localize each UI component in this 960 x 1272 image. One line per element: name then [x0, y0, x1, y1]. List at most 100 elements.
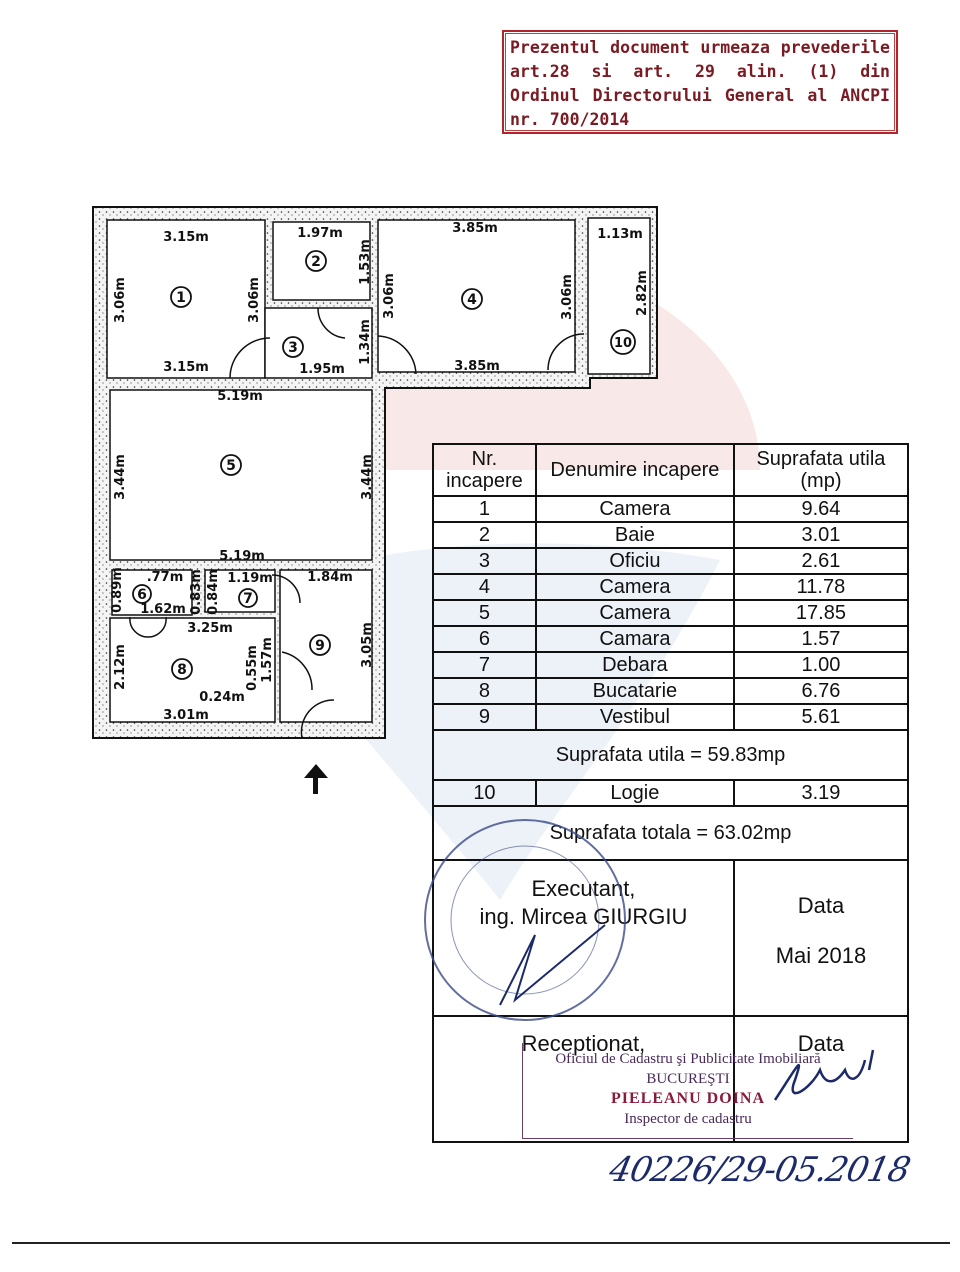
- dimension-label: 3.85m: [454, 359, 500, 374]
- dimension-label: 0.84m: [206, 569, 221, 615]
- registration-number-handwritten: 40226/29-05.2018: [605, 1150, 914, 1190]
- table-cell: 9.64: [732, 495, 910, 523]
- dimension-label: 2.12m: [113, 644, 128, 690]
- header-name: Denumire incapere: [534, 443, 735, 497]
- dimension-label: 0.55m: [245, 645, 260, 691]
- grand-total: Suprafata totala = 63.02mp: [432, 805, 909, 861]
- ocpi-city: BUCUREŞTI: [646, 1071, 730, 1087]
- dimension-label: 0.89m: [110, 567, 125, 613]
- table-cell: Bucatarie: [534, 677, 735, 705]
- table-cell: 11.78: [732, 573, 910, 601]
- ocpi-inspector-role: Inspector de cadastru: [624, 1111, 752, 1127]
- table-cell: Baie: [534, 521, 735, 549]
- dimension-label: 5.19m: [219, 549, 265, 564]
- table-cell: Camera: [534, 495, 735, 523]
- table-cell: 1.00: [732, 651, 910, 679]
- table-cell: 4: [432, 573, 537, 601]
- dimension-label: 0.83m: [189, 569, 204, 615]
- table-cell: 3: [432, 547, 537, 575]
- table-cell: 6.76: [732, 677, 910, 705]
- executant-name: ing. Mircea GIURGIU: [479, 904, 688, 929]
- room-number: 4: [467, 292, 477, 308]
- dimension-label: 2.82m: [635, 270, 650, 316]
- dimension-label: 3.15m: [163, 360, 209, 375]
- date-label-2: Data: [732, 1015, 910, 1143]
- table-cell: 1.57: [732, 625, 910, 653]
- table-cell: 10: [432, 779, 537, 807]
- table-cell: 5.61: [732, 703, 910, 731]
- table-cell: Debara: [534, 651, 735, 679]
- table-cell: 3.19: [732, 779, 910, 807]
- receptionat-label: Receptionat,: [432, 1015, 735, 1143]
- table-cell: Camera: [534, 573, 735, 601]
- dimension-label: 3.06m: [560, 274, 575, 320]
- dimension-label: 1.34m: [358, 319, 373, 365]
- room-number: 5: [226, 458, 236, 474]
- table-cell: Logie: [534, 779, 735, 807]
- dimension-label: 3.15m: [163, 230, 209, 245]
- table-cell: 8: [432, 677, 537, 705]
- dimension-label: .77m: [147, 570, 184, 585]
- room-number: 9: [315, 638, 325, 654]
- table-cell: 7: [432, 651, 537, 679]
- legal-notice-box: Prezentul document urmeaza prevederile a…: [502, 30, 898, 134]
- table-cell: Oficiu: [534, 547, 735, 575]
- dimension-label: 3.06m: [113, 277, 128, 323]
- dimension-label: 0.24m: [199, 690, 245, 705]
- room-number: 3: [288, 340, 298, 356]
- table-cell: 2: [432, 521, 537, 549]
- table-cell: 17.85: [732, 599, 910, 627]
- table-cell: Camara: [534, 625, 735, 653]
- ocpi-stamp: Oficiul de Cadastru şi Publicitate Imobi…: [522, 1043, 853, 1139]
- dimension-label: 3.44m: [360, 454, 375, 500]
- dimension-label: 1.97m: [297, 226, 343, 241]
- certificate-stamp: [424, 819, 626, 1021]
- dimension-label: 1.62m: [140, 602, 186, 617]
- bottom-divider: [12, 1242, 950, 1244]
- table-cell: 5: [432, 599, 537, 627]
- room-number: 10: [614, 336, 632, 351]
- header-nr: Nr. incapere: [432, 443, 537, 497]
- room-number: 8: [177, 662, 187, 678]
- room-number: 6: [137, 587, 147, 603]
- dimension-labels: 3.15m 1.97m 3.85m 1.13m 3.06m 3.06m 1.53…: [110, 221, 650, 723]
- dimension-label: 3.85m: [452, 221, 498, 236]
- doors: [129, 307, 585, 739]
- executant-label: Executant,: [531, 876, 636, 901]
- useful-total: Suprafata utila = 59.83mp: [432, 729, 909, 781]
- room-number: 2: [311, 254, 321, 270]
- table-cell: 1: [432, 495, 537, 523]
- floor-plan: 3.15m 1.97m 3.85m 1.13m 3.06m 3.06m 1.53…: [92, 206, 658, 794]
- arrow-up-icon: [304, 764, 328, 794]
- dimension-label: 3.06m: [247, 277, 262, 323]
- dimension-label: 3.05m: [360, 622, 375, 668]
- rooms: [106, 217, 651, 723]
- dimension-label: 3.44m: [113, 454, 128, 500]
- dimension-label: 1.57m: [260, 637, 275, 683]
- dimension-label: 3.06m: [382, 273, 397, 319]
- table-cell: Vestibul: [534, 703, 735, 731]
- ocpi-office: Oficiul de Cadastru şi Publicitate Imobi…: [555, 1051, 821, 1067]
- room-number: 1: [176, 290, 186, 306]
- room-number: 7: [243, 591, 253, 607]
- room-number-markers: 1 2 3 4 5 6 7 8 9 10: [132, 250, 636, 680]
- header-area: Suprafata utila (mp): [732, 443, 910, 497]
- dimension-label: 1.53m: [358, 239, 373, 285]
- date-label: Data: [797, 893, 845, 918]
- surface-table: Nr. incapere Denumire incapere Suprafata…: [432, 443, 910, 1143]
- dimension-label: 5.19m: [217, 389, 263, 404]
- date-value: Mai 2018: [775, 943, 867, 968]
- dimension-label: 3.25m: [187, 621, 233, 636]
- dimension-label: 3.01m: [163, 708, 209, 723]
- ocpi-inspector-name: PIELEANU DOINA: [610, 1090, 765, 1107]
